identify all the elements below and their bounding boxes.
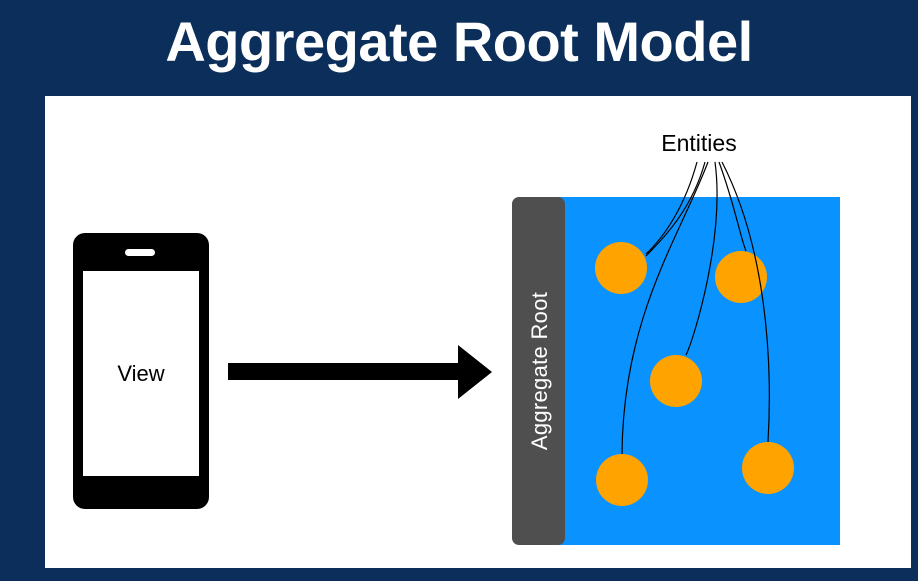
arrow (228, 345, 492, 399)
aggregate-root-rect (512, 197, 565, 545)
connector-line (645, 161, 706, 257)
connector-line (645, 161, 698, 255)
entity-circle (596, 454, 648, 506)
phone-screen (83, 271, 199, 476)
diagram-panel: View Aggregate Root (45, 96, 911, 568)
aggregate-root-diagram: View Aggregate Root (73, 130, 840, 545)
slide-title: Aggregate Root Model (165, 10, 753, 73)
aggregate-root-label: Aggregate Root (527, 292, 552, 450)
phone-speaker (125, 249, 155, 256)
connector-line (621, 161, 709, 455)
arrow-shaft (228, 363, 460, 380)
connector-line (718, 161, 747, 252)
entity-circle (595, 242, 647, 294)
aggregate-root-bar: Aggregate Root (512, 197, 565, 545)
phone-device: View (73, 233, 209, 509)
entity-circle (742, 442, 794, 494)
arrow-head (458, 345, 492, 399)
connector-line (685, 161, 718, 356)
entities (595, 242, 794, 506)
view-label: View (117, 361, 164, 386)
entities-label: Entities (661, 130, 736, 156)
entity-circle (715, 251, 767, 303)
entity-circle (650, 355, 702, 407)
connector-line (721, 161, 770, 443)
entity-connectors (621, 161, 770, 455)
